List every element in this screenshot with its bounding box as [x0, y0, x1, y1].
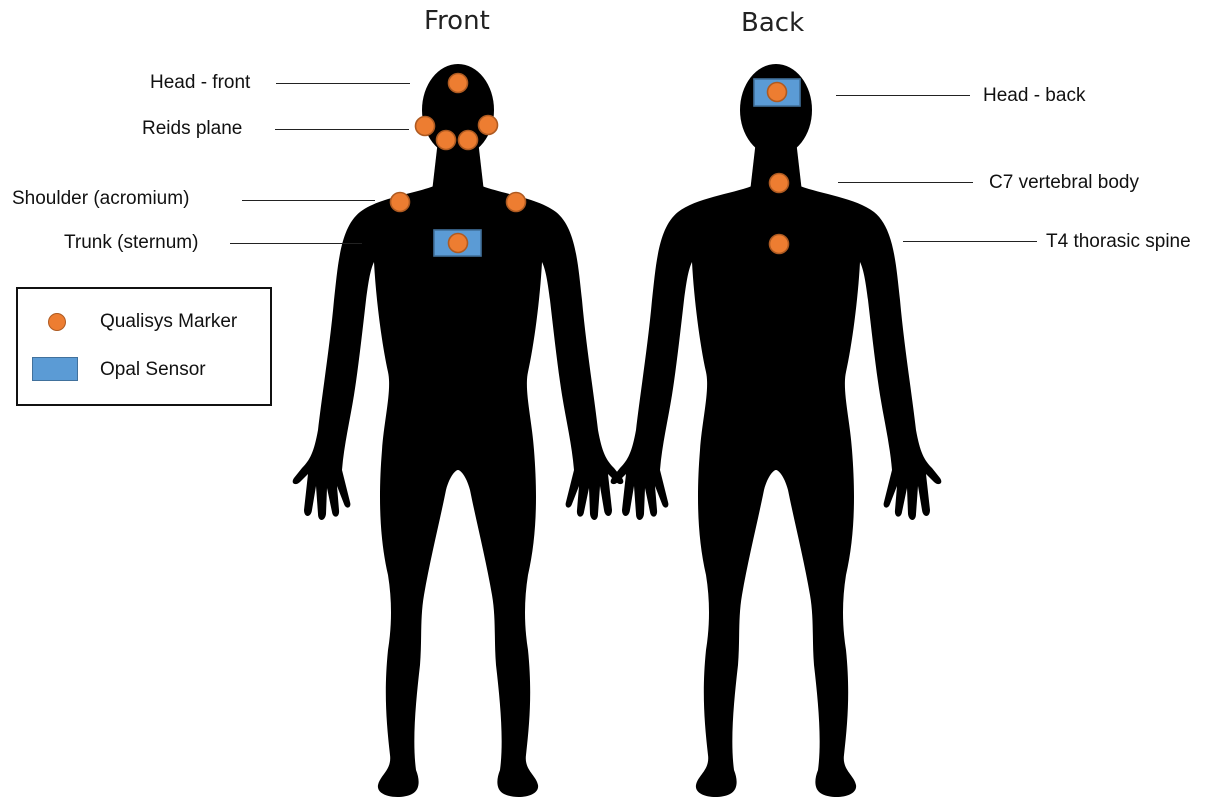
label-head-back: Head - back — [983, 85, 1085, 107]
marker-trunk — [449, 234, 468, 253]
label-reids-plane: Reids plane — [142, 118, 242, 140]
marker-reids-right — [479, 116, 498, 135]
back-title: Back — [741, 8, 804, 38]
marker-reids-center-right — [459, 131, 478, 150]
leader-reids-plane — [275, 129, 409, 130]
leader-trunk — [230, 243, 362, 244]
leader-head-back — [836, 95, 970, 96]
legend-marker-label: Qualisys Marker — [100, 311, 237, 333]
marker-shoulder-left — [391, 193, 410, 212]
front-title: Front — [424, 6, 490, 36]
label-trunk: Trunk (sternum) — [64, 232, 198, 254]
marker-reids-left — [416, 117, 435, 136]
legend-row-sensor: Opal Sensor — [18, 349, 270, 379]
marker-reids-center-left — [437, 131, 456, 150]
marker-head-back — [768, 83, 787, 102]
marker-head-front — [449, 74, 468, 93]
label-shoulder: Shoulder (acromium) — [12, 188, 189, 210]
leader-c7 — [838, 182, 973, 183]
label-t4: T4 thorasic spine — [1046, 231, 1191, 253]
marker-t4 — [770, 235, 789, 254]
marker-swatch-icon — [48, 313, 66, 331]
leader-shoulder — [242, 200, 375, 201]
marker-shoulder-right — [507, 193, 526, 212]
leader-t4 — [903, 241, 1037, 242]
legend: Qualisys Marker Opal Sensor — [16, 287, 272, 406]
label-head-front: Head - front — [150, 72, 250, 94]
front-silhouette — [293, 64, 624, 797]
marker-c7 — [770, 174, 789, 193]
leader-head-front — [276, 83, 410, 84]
legend-sensor-label: Opal Sensor — [100, 359, 206, 381]
legend-row-marker: Qualisys Marker — [18, 305, 270, 335]
label-c7: C7 vertebral body — [989, 172, 1139, 194]
sensor-swatch-icon — [32, 357, 78, 381]
